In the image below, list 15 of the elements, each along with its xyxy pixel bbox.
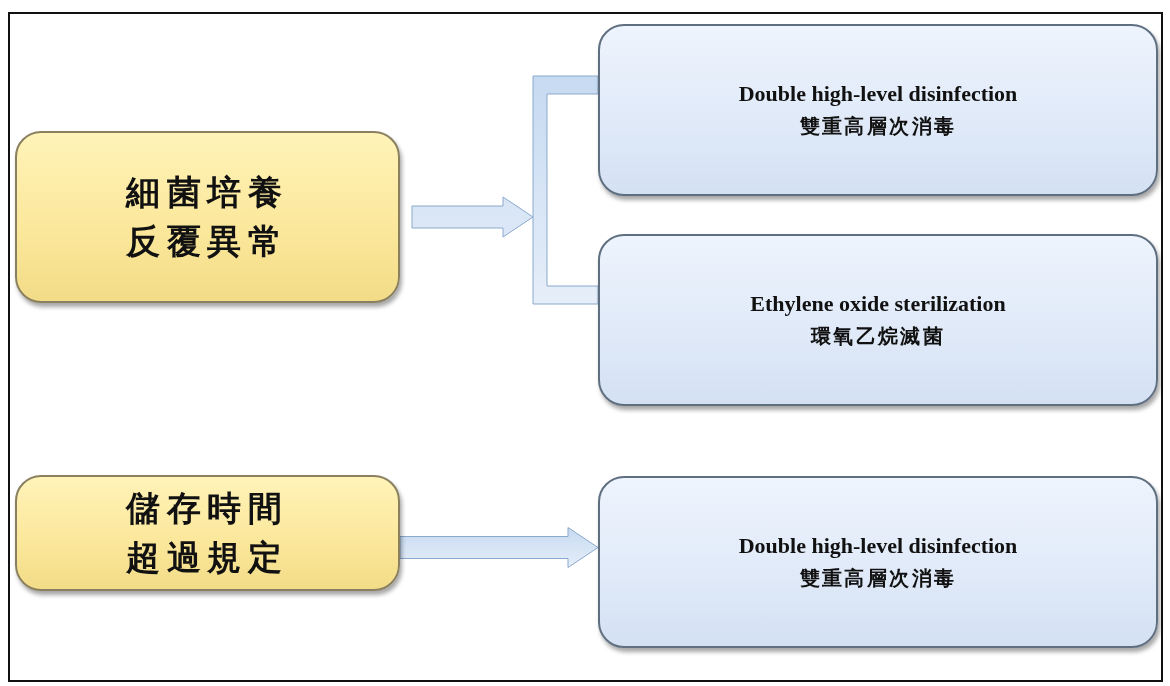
box-text: 雙重高層次消毒 [799, 564, 957, 592]
cause-box [15, 131, 400, 303]
branch-arrow [411, 75, 599, 305]
box-text: 雙重高層次消毒 [799, 112, 957, 140]
block-arrow [399, 527, 599, 568]
box-text: Ethylene oxide sterilization [750, 290, 1006, 317]
box-text: 細菌培養反覆異常 [124, 170, 291, 263]
cause-box [15, 475, 400, 591]
box-text: Double high-level disinfection [738, 532, 1018, 559]
box-text: 環氧乙烷滅菌 [810, 322, 946, 350]
box-text: Double high-level disinfection [738, 80, 1018, 107]
action-box [598, 234, 1158, 406]
box-text: 儲存時間超過規定 [124, 486, 291, 579]
action-box [598, 476, 1158, 648]
action-box [598, 24, 1158, 196]
